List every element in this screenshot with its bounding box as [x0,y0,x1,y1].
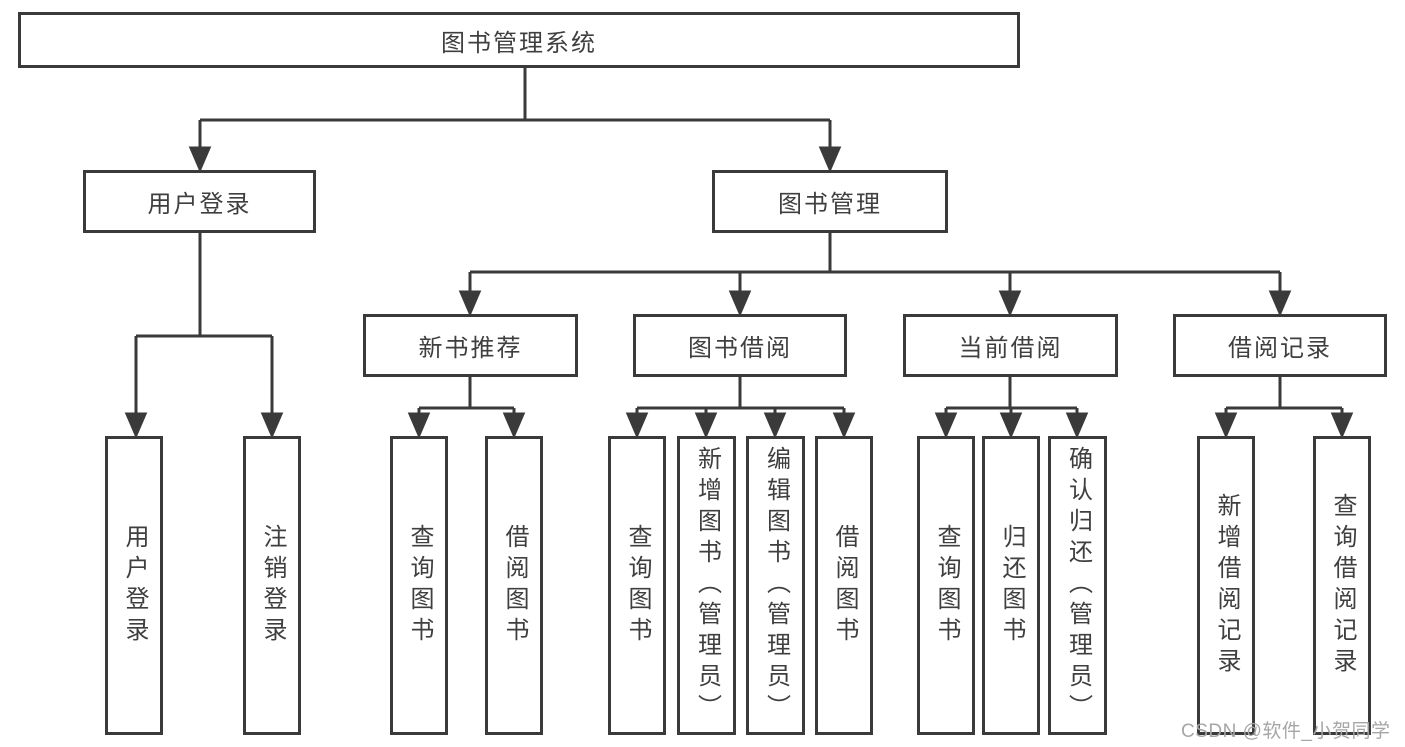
node-label: 借阅记录 [1228,335,1332,362]
node-book-borrow: 图书借阅 [633,314,847,377]
connector-user-login-children [124,233,284,439]
node-label: 当前借阅 [958,335,1063,362]
leaf-query-books-borrow: 查询图书 [608,436,666,735]
leaf-label: 查询借阅记录 [1329,492,1356,679]
node-user-login: 用户登录 [83,170,316,233]
node-label: 图书管理 [778,191,882,218]
node-book-management: 图书管理 [712,170,948,233]
leaf-label: 确认归还（管理员） [1064,446,1092,725]
leaf-query-borrow-record: 查询借阅记录 [1313,436,1371,735]
leaf-user-login: 用户登录 [105,436,163,735]
leaf-label: 借阅图书 [501,523,528,648]
leaf-query-books-current: 查询图书 [917,436,975,735]
node-label: 图书管理系统 [441,29,597,57]
leaf-return-book: 归还图书 [982,436,1040,735]
leaf-label: 归还图书 [998,523,1025,648]
leaf-query-books-recommend: 查询图书 [390,436,448,735]
connector-current-borrow-children [934,377,1089,439]
node-borrow-records: 借阅记录 [1173,314,1387,377]
node-label: 用户登录 [147,191,252,218]
node-new-book-recommend: 新书推荐 [363,314,578,377]
leaf-add-book-admin: 新增图书（管理员） [677,436,736,735]
watermark: CSDN @软件_小贺同学 [1181,721,1391,742]
leaf-label: 新增图书（管理员） [693,446,721,725]
leaf-add-borrow-record: 新增借阅记录 [1197,436,1255,735]
leaf-edit-book-admin: 编辑图书（管理员） [746,436,805,735]
leaf-logout: 注销登录 [243,436,301,735]
leaf-label: 查询图书 [933,523,960,648]
leaf-label: 编辑图书（管理员） [762,446,790,725]
connector-book-borrow-children [625,377,856,439]
leaf-label: 借阅图书 [831,523,858,648]
connector-root-to-level2 [188,68,842,173]
connector-book-management-children [458,233,1292,317]
node-current-borrow: 当前借阅 [903,314,1118,377]
node-label: 图书借阅 [688,335,792,362]
leaf-borrow-books-recommend: 借阅图书 [485,436,543,735]
leaf-label: 查询图书 [624,523,651,648]
leaf-borrow-books: 借阅图书 [815,436,873,735]
leaf-label: 用户登录 [121,523,148,648]
node-label: 新书推荐 [418,335,523,362]
leaf-label: 注销登录 [259,523,286,648]
node-library-management-system: 图书管理系统 [18,12,1020,68]
leaf-label: 新增借阅记录 [1213,492,1240,679]
leaf-confirm-return-admin: 确认归还（管理员） [1048,436,1107,735]
connector-new-book-children [407,377,526,439]
leaf-label: 查询图书 [406,523,433,648]
connector-borrow-records-children [1214,377,1354,439]
